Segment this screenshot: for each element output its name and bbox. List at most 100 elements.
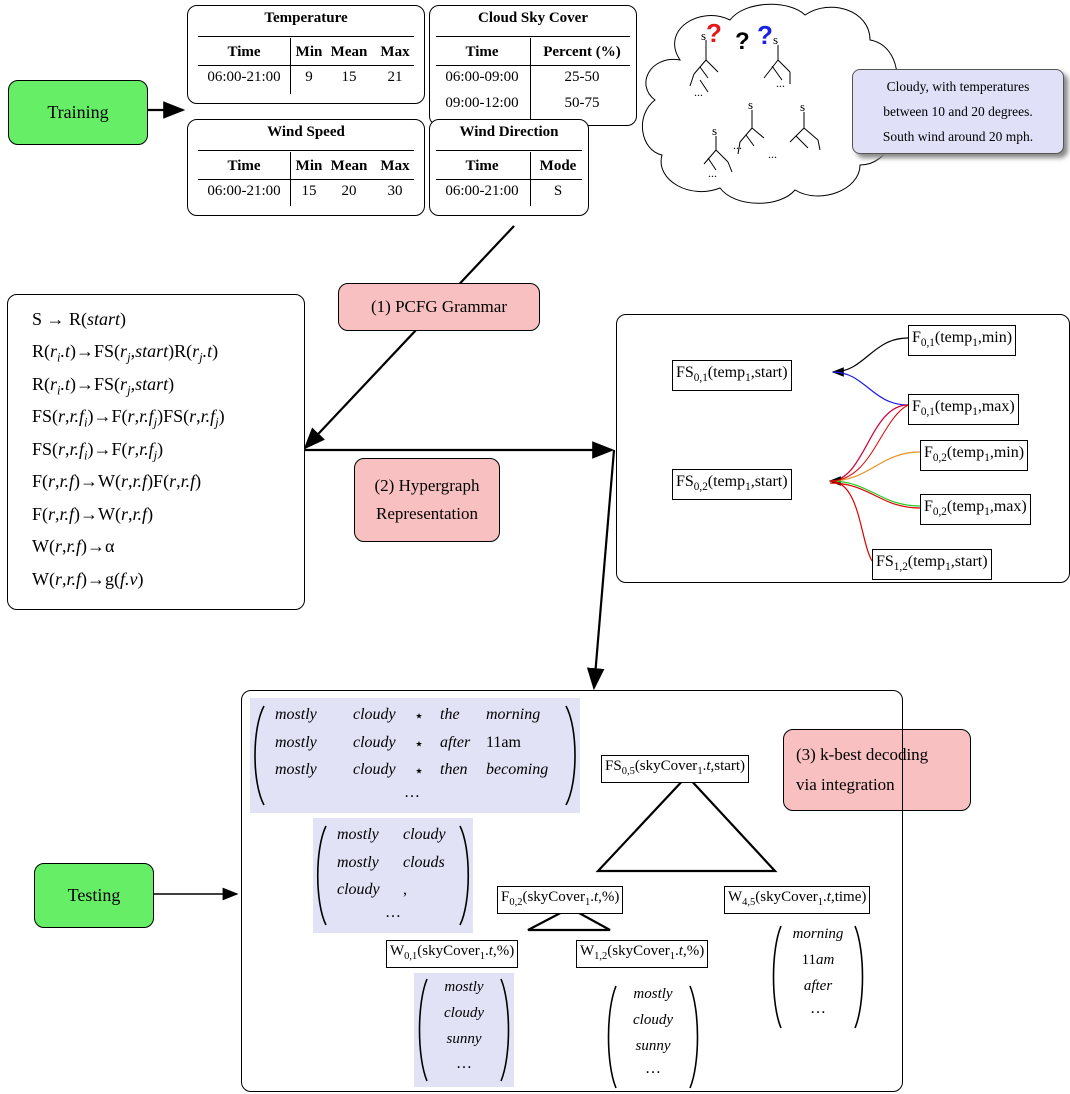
grammar-rule: F(r,r.f)→W(r,r.f) [32,504,154,524]
grammar-rule: R(ri.t)→FS(rj,start) [32,374,175,398]
grammar-box: S → R(start) R(ri.t)→FS(rj,start)R(rj.t)… [7,294,305,610]
table-cell: 50-75 [564,95,600,111]
root-subtree-triangle [595,774,778,873]
kbest-word: mostly [275,761,317,778]
node-fs02: FS0,2(temp1,start) [672,469,792,501]
kbest-word: morning [486,706,541,723]
grammar-rule: W(r,r.f)→g(f.v) [32,569,144,589]
table-cell: 06:00-09:00 [445,69,519,85]
table-title: Cloud Sky Cover [477,10,589,26]
kbest-word: mostly [275,734,317,751]
edge-f02min-fs02 [829,451,921,482]
question-mark-red: ? [706,18,722,48]
f02-kbest-panel: mostly cloudy mostly clouds cloudy , … [313,818,473,933]
kbest-ellipsis: … [404,784,420,801]
matrix-brackets [607,985,699,1089]
grammar-rule: F(r,r.f)→W(r,r.f)F(r,r.f) [32,471,202,491]
kbest-sentences-panel: mostly cloudy ⋆ the morning mostly cloud… [250,698,580,813]
kbest-word: , [403,881,407,898]
table-cell: 9 [305,69,313,85]
kbest-word: ⋆ [414,708,425,725]
table-header: Max [380,44,410,60]
table-header: Mode [539,158,577,174]
table-header: Max [380,158,410,174]
kbest-word: becoming [486,761,549,778]
kbest-word: cloudy [403,826,446,843]
question-mark-black: ? [735,28,750,55]
training-button[interactable]: Training [8,80,148,145]
step-label: Representation [376,504,478,523]
hypergraph-step: (2) Hypergraph Representation [354,458,500,542]
table-header: Time [227,158,261,174]
edge-f02max-fs02-red [829,482,921,509]
table-cell: 30 [387,183,403,199]
table-cell: 06:00-21:00 [207,69,281,85]
matrix-brackets [317,825,469,926]
tree-ellipsis: ... [776,76,785,90]
table-header: Mean [330,158,368,174]
matrix-brackets [418,978,510,1082]
node-fs05-skycover: FS0,5(skyCover1.t,start) [601,755,750,783]
kbest-word: cloudy [353,734,396,751]
step-label: (2) Hypergraph [374,476,480,495]
decoding-box [241,690,903,1092]
tree-label: s [701,28,707,43]
table-header: Mean [330,44,368,60]
forecast-line: Cloudy, with temperatures [886,79,1030,94]
list-word: sunny [635,1038,671,1054]
tree-ellipsis: ... [694,85,703,99]
tree-label: s [748,97,754,112]
node-fs12: FS1,2(temp1,start) [872,549,992,581]
kbest-word: the [440,706,460,723]
table-cell: 25-50 [564,69,600,85]
node-w45-skycover: W4,5(skyCover1.t,time) [724,886,871,914]
table-cell: 06:00-21:00 [207,183,281,199]
tree-ellipsis: ... [708,166,717,180]
edge-f01max-fs02 [828,404,909,486]
node-f02-max: F0,2(temp1,max) [920,494,1031,526]
list-ellipsis: … [456,1055,472,1072]
testing-button[interactable]: Testing [34,863,154,928]
table-cell: 06:00-21:00 [445,183,519,199]
grammar-arrow [303,225,515,450]
wind-speed-table: Wind Speed Time Min Mean Max 06:00-21:00… [187,119,425,216]
list-word: after [803,978,833,994]
question-mark-blue: ? [757,20,773,50]
forecast-line: between 10 and 20 degrees. [883,104,1033,119]
kbest-word: cloudy [337,881,380,898]
wind-direction-table: Wind Direction Time Mode 06:00-21:00 S [429,119,589,216]
table-header: Time [465,158,499,174]
grammar-rule: R(ri.t)→FS(rj,start)R(rj.t) [32,341,219,365]
step-label: (1) PCFG Grammar [371,297,507,316]
matrix-brackets [254,705,576,806]
forecast-line: South wind around 20 mph. [882,129,1034,144]
list-ellipsis: … [645,1060,661,1077]
kbest-word: mostly [275,706,317,723]
kbest-word: cloudy [353,761,396,778]
kbest-word: 11am [486,734,521,751]
w45-list: morning 11am after … [768,920,868,1034]
tree-ellipsis: ... [733,138,742,152]
kbest-word: after [440,734,471,751]
forecast-text-box: Cloudy, with temperatures between 10 and… [852,69,1064,154]
table-title: Wind Direction [459,124,559,140]
table-header: Time [227,44,261,60]
table-title: Temperature [264,10,348,26]
step-label: via integration [796,775,895,794]
table-header: Min [295,158,323,174]
table-header: Percent (%) [543,44,621,60]
cloud-sky-cover-table: Cloud Sky Cover Time Percent (%) 06:00-0… [429,5,637,126]
w01-list-panel: mostly cloudy sunny … [414,973,514,1087]
table-header: Time [465,44,499,60]
kbest-word: then [440,761,468,778]
list-word: cloudy [633,1012,673,1028]
training-label: Training [47,102,109,122]
edge-f01min-fs01 [831,337,909,377]
table-cell: 15 [301,183,317,199]
table-cell: 21 [387,69,403,85]
node-f02-min: F0,2(temp1,min) [920,440,1029,472]
kbest-ellipsis: … [385,904,401,921]
node-fs01: FS0,1(temp1,start) [672,360,792,392]
testing-label: Testing [67,885,121,905]
